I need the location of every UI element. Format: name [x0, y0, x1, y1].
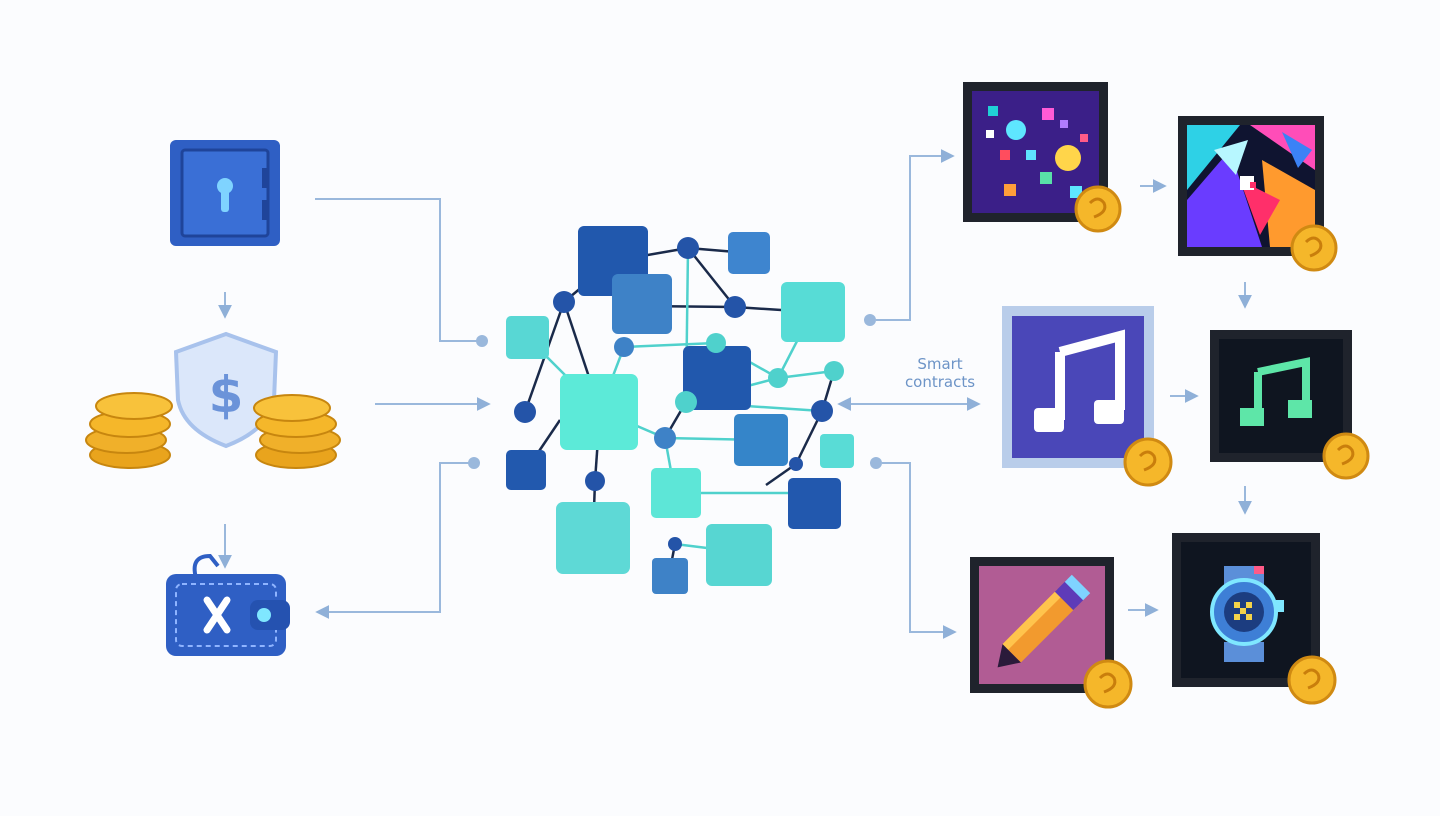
coin-icon [1083, 659, 1133, 709]
smart-contracts-label-line1: Smart [917, 355, 963, 373]
network-to-wallet-connector [315, 462, 470, 619]
svg-text:$: $ [209, 366, 244, 424]
network-blocks [506, 226, 854, 594]
vault-safe-icon [170, 140, 280, 246]
coin-stack-left [85, 392, 173, 469]
pixel-geometric-art-icon [1178, 116, 1324, 256]
coin-icon [1074, 185, 1122, 233]
pixel-pencil-icon [970, 557, 1114, 693]
coin-icon [1123, 437, 1173, 487]
dollar-shield-coins-icon: $ [85, 331, 341, 469]
network-to-nft-5-connector [882, 462, 957, 639]
left-connectors [218, 198, 491, 619]
network-to-nft-1-connector [876, 149, 955, 321]
wallet-icon [166, 553, 290, 656]
coin-stack-right [253, 394, 341, 469]
coin-icon [1290, 224, 1338, 272]
connector-dot [864, 314, 876, 326]
coin-icon [1322, 432, 1370, 480]
smart-contracts-label: Smart contracts [880, 355, 1000, 391]
pixel-music-note-icon [1210, 330, 1352, 462]
smart-contracts-label-line2: contracts [904, 373, 976, 391]
connector-dot [870, 457, 882, 469]
connector-dot [468, 457, 480, 469]
coin-icon [1287, 655, 1337, 705]
network-nodes [514, 237, 844, 551]
pixel-watch-icon [1172, 533, 1320, 687]
connector-dot [476, 335, 488, 347]
right-connectors [837, 149, 1252, 639]
music-note-icon [1002, 306, 1154, 468]
blockchain-network-icon [506, 226, 854, 594]
vault-to-network-connector [315, 198, 478, 342]
